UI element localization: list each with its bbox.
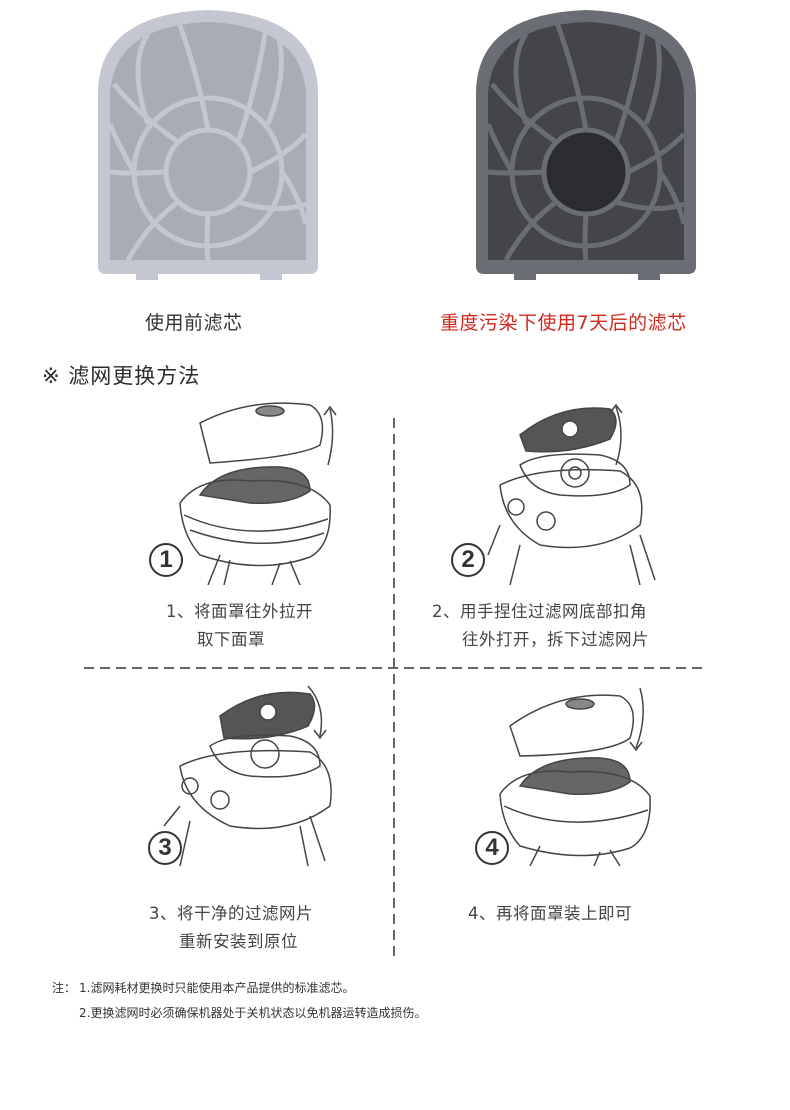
step-2-line-2: 往外打开，拆下过滤网片 bbox=[462, 630, 649, 649]
step-3-number-badge: 3 bbox=[148, 831, 182, 865]
step-1-instruction: 1、将面罩往外拉开 取下面罩 bbox=[166, 598, 313, 654]
notes-block: 注：1.滤网耗材更换时只能使用本产品提供的标准滤芯。 2.更换滤网时必须确保机器… bbox=[52, 976, 426, 1026]
mask-attach-cover-icon bbox=[499, 687, 651, 866]
section-title: ※ 滤网更换方法 bbox=[42, 364, 201, 388]
note-row-1: 注：1.滤网耗材更换时只能使用本产品提供的标准滤芯。 bbox=[52, 976, 426, 1001]
dirty-filter-photo bbox=[466, 4, 706, 286]
note-row-2: 2.更换滤网时必须确保机器处于关机状态以免机器运转造成损伤。 bbox=[52, 1001, 426, 1026]
step-3-line-1: 3、将干净的过滤网片 bbox=[149, 904, 313, 923]
step-3-illustration bbox=[160, 676, 360, 866]
step-1-line-1: 1、将面罩往外拉开 bbox=[166, 602, 313, 621]
notes-label: 注： bbox=[52, 981, 77, 995]
step-4-instruction: 4、再将面罩装上即可 bbox=[468, 900, 632, 928]
dirty-filter-caption: 重度污染下使用7天后的滤芯 bbox=[440, 312, 687, 334]
step-4-number-badge: 4 bbox=[475, 831, 509, 865]
vertical-divider bbox=[393, 418, 395, 958]
clean-filter-photo bbox=[88, 4, 328, 286]
step-2-line-1: 2、用手捏住过滤网底部扣角 bbox=[432, 602, 647, 621]
step-1-illustration bbox=[160, 395, 360, 585]
step-2-instruction: 2、用手捏住过滤网底部扣角 往外打开，拆下过滤网片 bbox=[432, 598, 649, 654]
step-4-illustration bbox=[480, 676, 680, 866]
step-1-line-2: 取下面罩 bbox=[197, 630, 265, 649]
filter-cartridge-icon bbox=[98, 10, 318, 280]
step-2-illustration bbox=[480, 395, 680, 585]
step-3-instruction: 3、将干净的过滤网片 重新安装到原位 bbox=[149, 900, 313, 956]
mask-install-filter-icon bbox=[163, 685, 332, 866]
horizontal-divider bbox=[84, 667, 706, 669]
step-3-line-2: 重新安装到原位 bbox=[179, 932, 298, 951]
step-1-number-badge: 1 bbox=[149, 543, 183, 577]
step-2-number-badge: 2 bbox=[451, 543, 485, 577]
step-4-line-1: 4、再将面罩装上即可 bbox=[468, 904, 632, 923]
clean-filter-caption: 使用前滤芯 bbox=[145, 312, 243, 334]
mask-remove-cover-icon bbox=[179, 402, 337, 585]
note-item-2: 2.更换滤网时必须确保机器处于关机状态以免机器运转造成损伤。 bbox=[79, 1006, 427, 1020]
note-item-1: 1.滤网耗材更换时只能使用本产品提供的标准滤芯。 bbox=[79, 981, 355, 995]
mask-remove-filter-icon bbox=[487, 403, 656, 585]
filter-cartridge-icon bbox=[476, 10, 696, 280]
